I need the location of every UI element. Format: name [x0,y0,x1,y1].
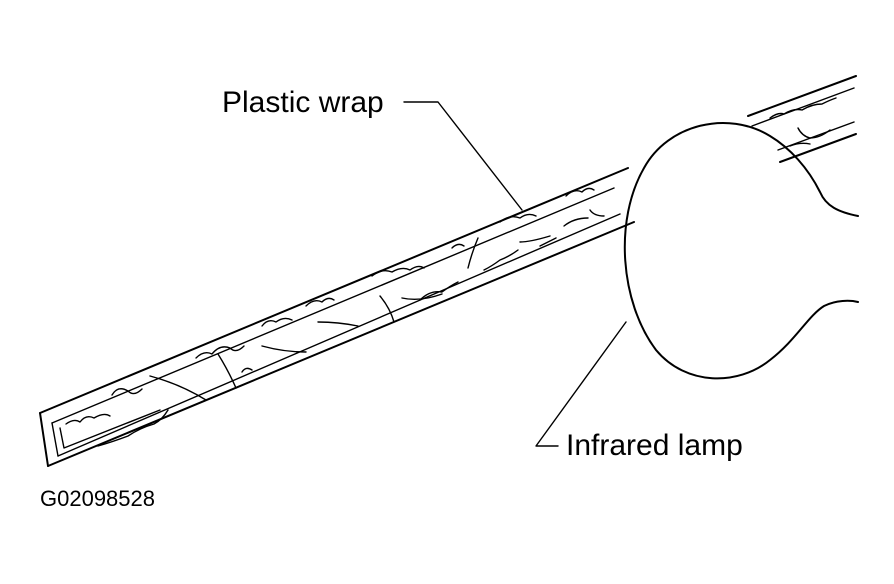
molding-strip-right [747,75,857,163]
infrared-lamp-label: Infrared lamp [566,429,743,462]
leader-infrared-lamp [535,321,627,447]
leader-lines [403,101,627,447]
molding-strip [39,167,635,467]
plastic-wrap-wrinkles [65,187,605,447]
infrared-lamp [623,122,859,380]
figure-id-label: G02098528 [40,486,155,511]
leader-plastic-wrap [403,101,523,211]
plastic-wrap-label: Plastic wrap [222,86,384,119]
